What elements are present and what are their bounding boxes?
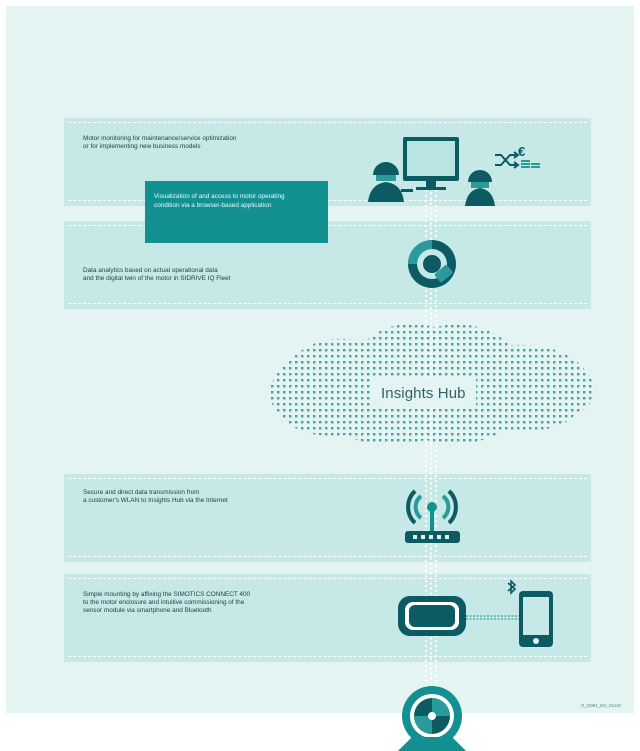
- panel-line: or for implementing new business models: [83, 143, 201, 150]
- sensor-module-icon: [398, 596, 528, 636]
- technician-right-icon: [465, 170, 495, 206]
- technician-left-icon: [368, 162, 413, 202]
- panel-mounting: Simple mounting by affixing the SIMOTICS…: [64, 574, 591, 662]
- panel-line: a customer's WLAN to Insights Hub via th…: [83, 497, 228, 504]
- panel-data-analytics-text: Data analytics based on actual operation…: [83, 267, 230, 283]
- motor-icon: [398, 686, 466, 751]
- panel-motor-monitoring-text: Motor monitoring for maintenance/service…: [83, 135, 236, 151]
- bluetooth-icon: [507, 579, 517, 595]
- coins-icon: [521, 160, 540, 168]
- monitor-icon: [403, 137, 459, 190]
- cloud-label: Insights Hub: [381, 385, 466, 402]
- smartphone-icon: [519, 591, 553, 647]
- panel-line: Simple mounting by affixing the SIMOTICS…: [83, 591, 251, 598]
- figure-code: G_D081_EN_01119: [581, 703, 621, 708]
- analytics-icon: [408, 240, 456, 288]
- panel-data-transmission: Secure and direct data transmission from…: [64, 474, 591, 562]
- panel-line: Data analytics based on actual operation…: [83, 267, 218, 274]
- callout-line: Visualization of and access to motor ope…: [154, 193, 285, 200]
- data-link-line: [425, 185, 437, 705]
- panel-line: to the motor enclosure and intuitive com…: [83, 599, 245, 606]
- cloud-icon: [269, 324, 596, 445]
- panel-data-transmission-text: Secure and direct data transmission from…: [83, 489, 228, 505]
- panel-mounting-text: Simple mounting by affixing the SIMOTICS…: [83, 591, 250, 615]
- wifi-router-icon: [405, 489, 460, 543]
- shuffle-icon: [495, 151, 520, 169]
- panel-line: and the digital twin of the motor in SID…: [83, 275, 231, 282]
- panel-line: sensor module via smartphone and Bluetoo…: [83, 607, 212, 614]
- panel-line: Secure and direct data transmission from: [83, 489, 200, 496]
- visualization-callout: Visualization of and access to motor ope…: [145, 181, 328, 243]
- euro-icon: €: [518, 144, 525, 159]
- callout-line: condition via a browser-based applicatio…: [154, 202, 272, 209]
- panel-line: Motor monitoring for maintenance/service…: [83, 135, 237, 142]
